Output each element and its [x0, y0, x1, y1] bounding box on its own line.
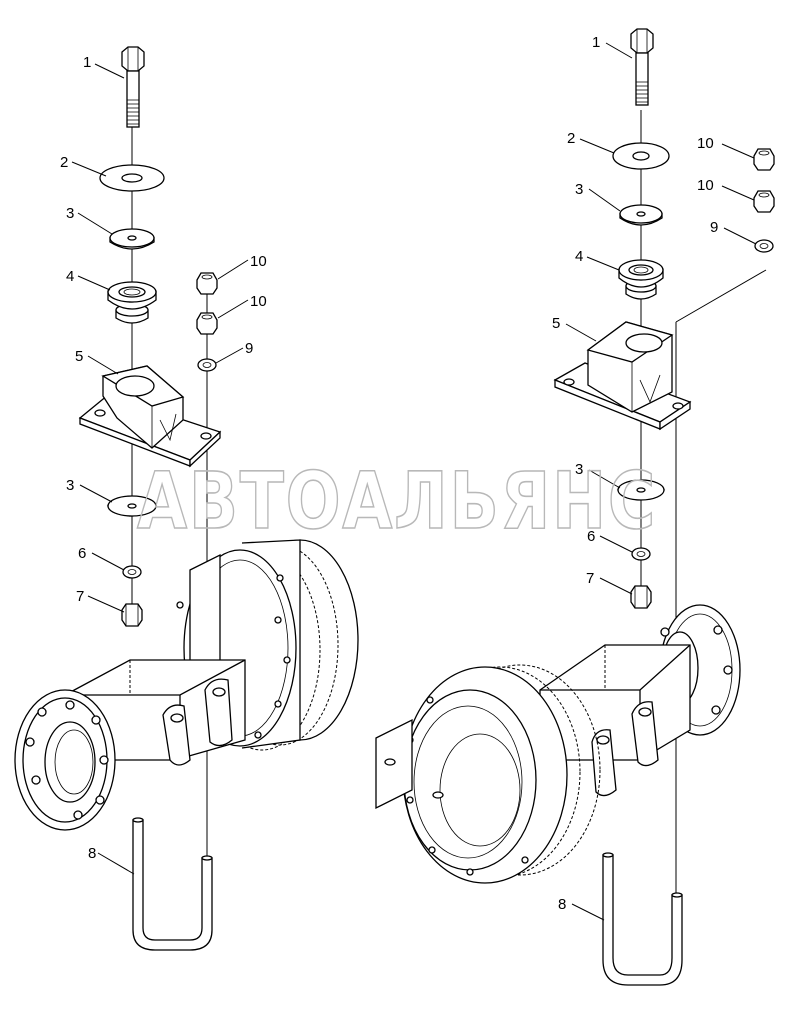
label-6-right: 6 [587, 528, 595, 545]
right-nut-10-upper [753, 148, 775, 171]
left-u-bolt [132, 817, 213, 951]
left-cup-washer-top [109, 228, 155, 250]
left-bracket [78, 365, 222, 468]
label-10-right-upper: 10 [697, 135, 714, 152]
right-assembly [375, 28, 775, 986]
label-5-left: 5 [75, 348, 83, 365]
right-nut-7 [630, 585, 652, 609]
label-3-right-top: 3 [575, 181, 583, 198]
label-10-right-lower: 10 [697, 177, 714, 194]
right-bracket [553, 321, 692, 431]
left-nut-7 [121, 603, 143, 627]
part-labels: 1 2 3 4 5 3 6 7 8 10 10 9 1 2 3 4 5 3 6 … [60, 34, 718, 913]
label-8-left: 8 [88, 845, 96, 862]
left-cup-washer-bottom [106, 495, 158, 517]
label-7-right: 7 [586, 570, 594, 587]
left-nut-10-lower [196, 312, 218, 335]
left-axle-housing [14, 539, 359, 831]
left-washer-9 [197, 358, 217, 372]
left-washer-large [99, 164, 165, 192]
watermark-text: АВТОАЛЬЯНС [137, 457, 657, 547]
label-6-left: 6 [78, 545, 86, 562]
left-rubber-bushing [107, 281, 157, 324]
label-2-left: 2 [60, 154, 68, 171]
label-3-left-bottom: 3 [66, 477, 74, 494]
left-nut-10-upper [196, 272, 218, 295]
label-10-left-upper: 10 [250, 253, 267, 270]
right-ubolt-axis-line [675, 269, 767, 900]
right-axle-housing [375, 604, 741, 884]
left-assembly [14, 46, 359, 951]
label-4-left: 4 [66, 268, 74, 285]
right-washer-9 [754, 239, 774, 253]
right-bolt [630, 28, 654, 106]
right-nut-10-lower [753, 190, 775, 213]
right-cup-washer-top [619, 204, 663, 226]
right-rubber-bushing [618, 259, 664, 300]
right-u-bolt [602, 852, 683, 986]
label-2-right: 2 [567, 130, 575, 147]
left-washer-small [122, 565, 142, 579]
label-4-right: 4 [575, 248, 583, 265]
leader-lines [71, 42, 757, 921]
label-8-right: 8 [558, 896, 566, 913]
label-1-left: 1 [83, 54, 91, 71]
right-washer-large [612, 142, 670, 170]
label-10-left-lower: 10 [250, 293, 267, 310]
right-washer-small [631, 547, 651, 561]
label-3-right-bottom: 3 [575, 461, 583, 478]
right-cup-washer-bottom [616, 479, 666, 501]
label-1-right: 1 [592, 34, 600, 51]
label-7-left: 7 [76, 588, 84, 605]
label-9-left: 9 [245, 340, 253, 357]
left-bolt [121, 46, 145, 128]
label-5-right: 5 [552, 315, 560, 332]
label-9-right: 9 [710, 219, 718, 236]
label-3-left-top: 3 [66, 205, 74, 222]
